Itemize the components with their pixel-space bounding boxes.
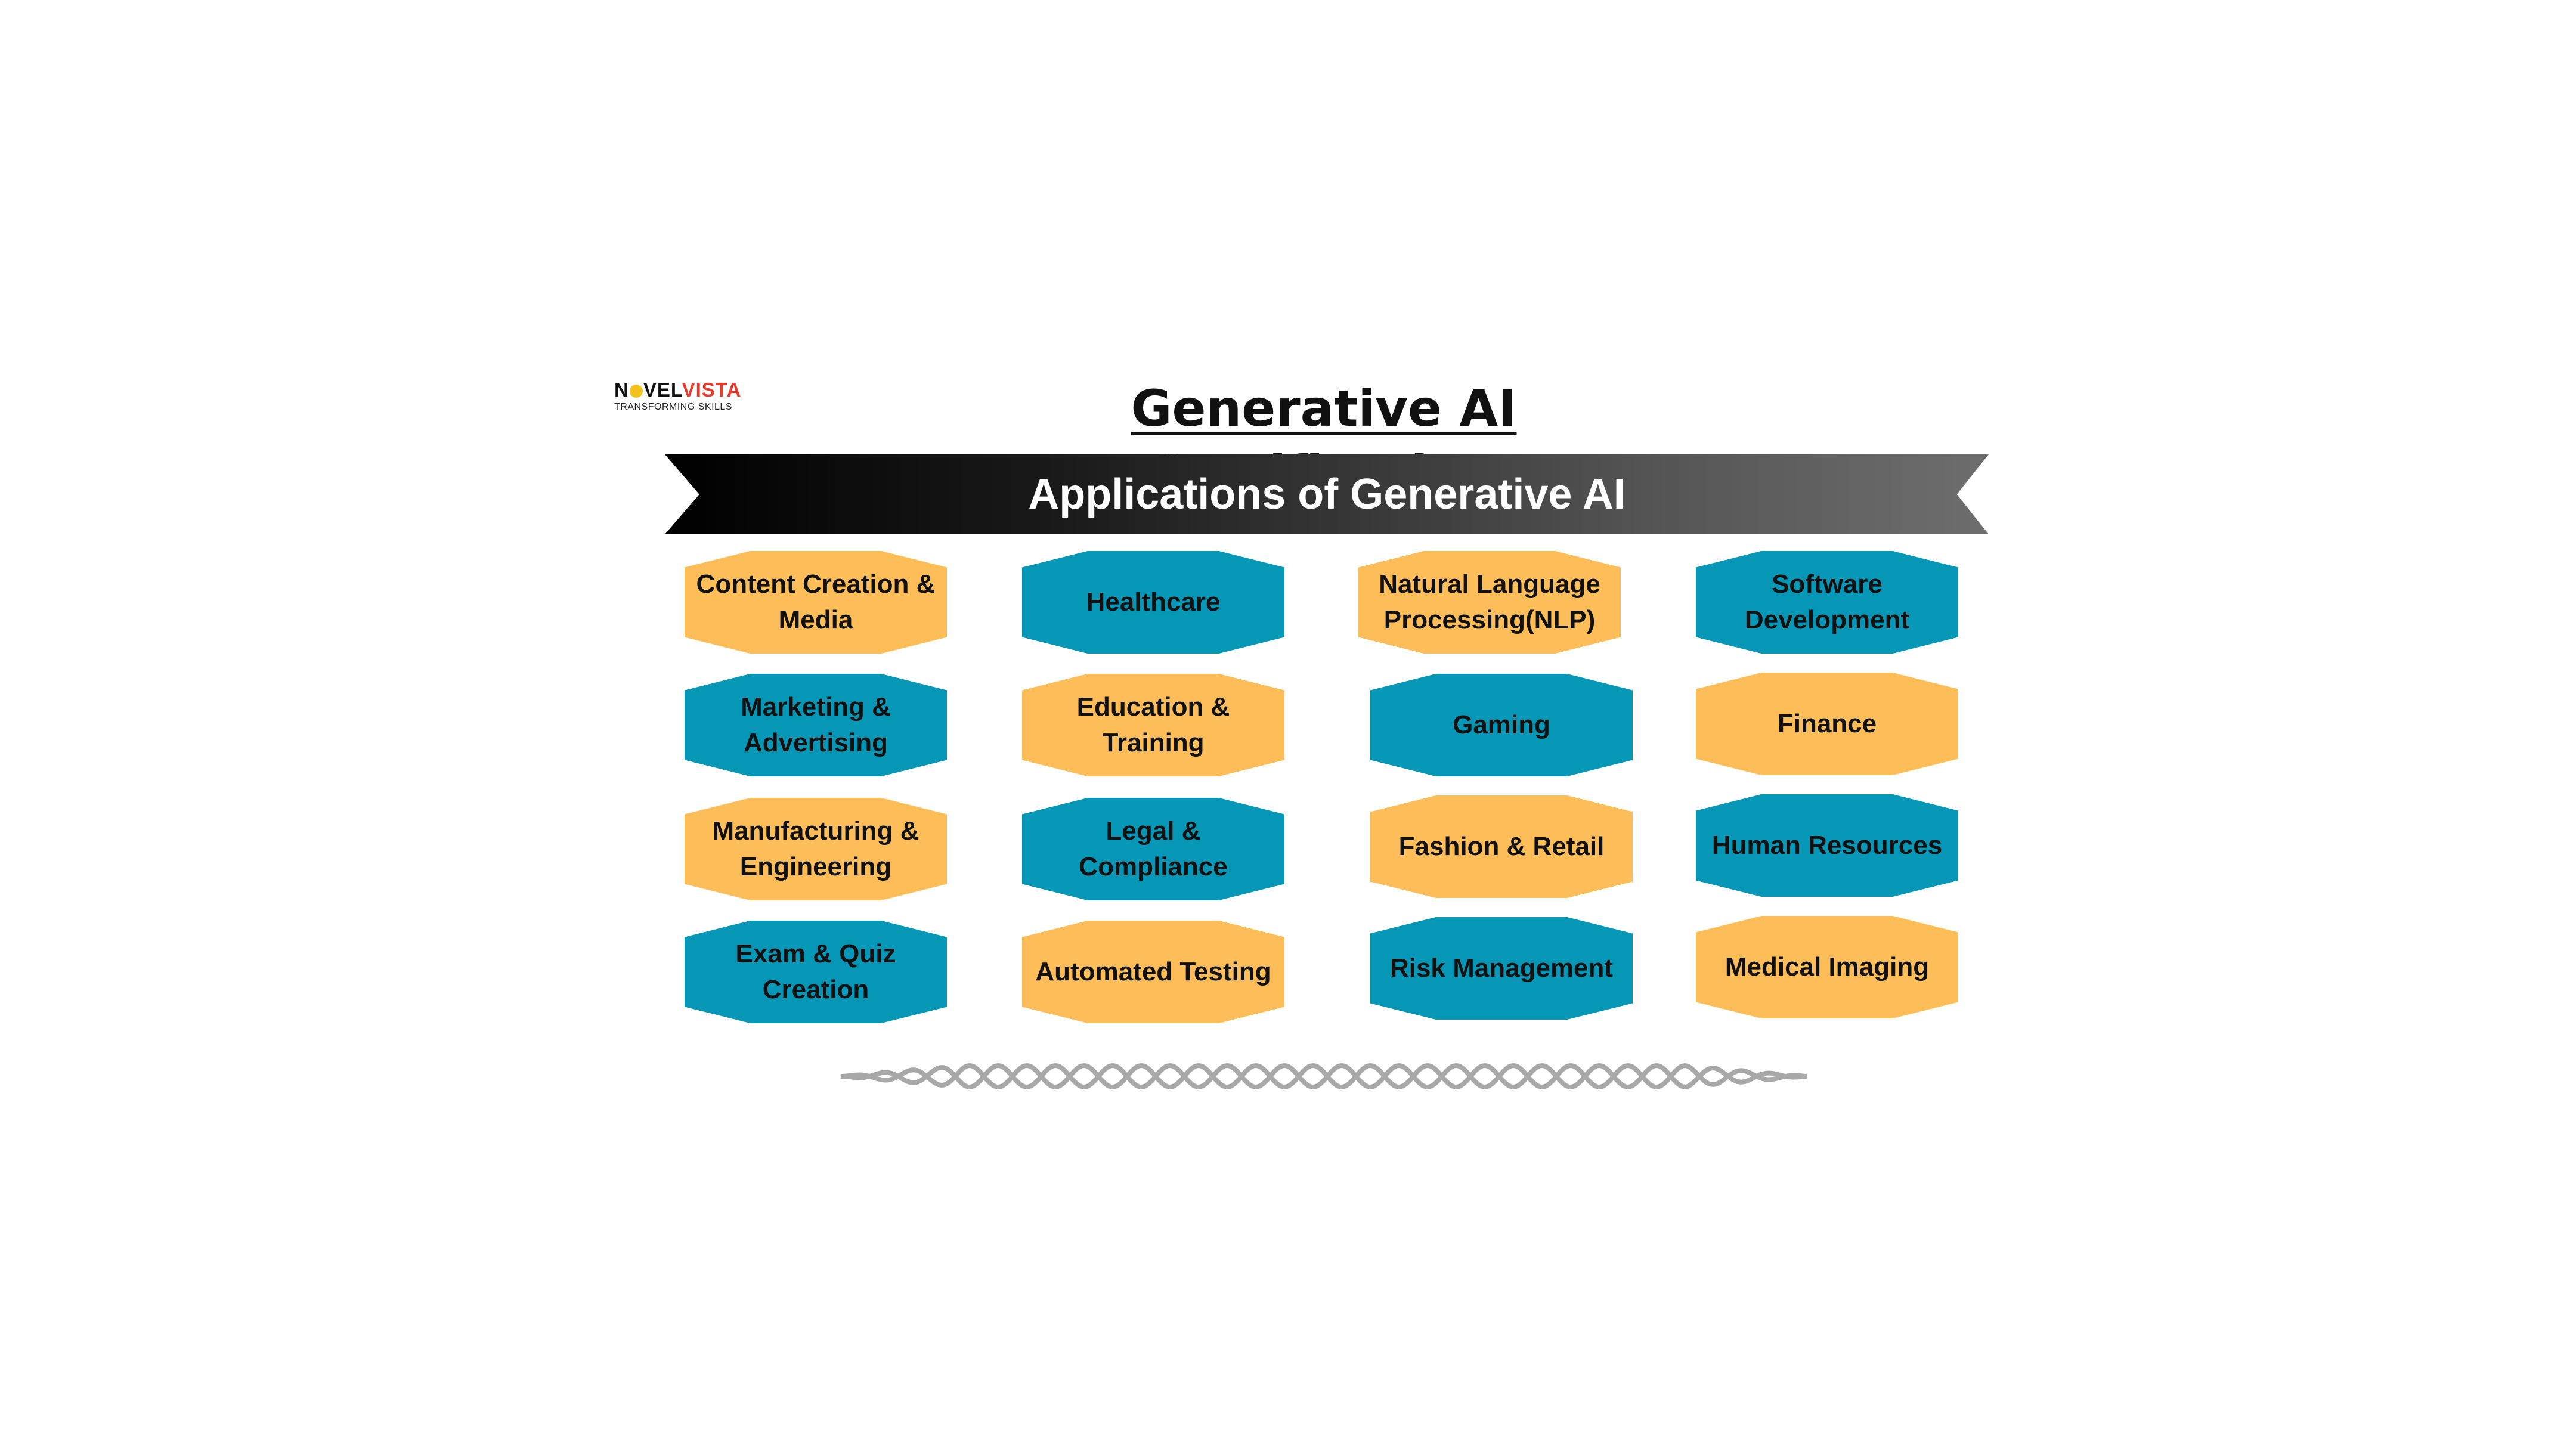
logo-vista: VISTA	[682, 379, 742, 401]
application-card: Medical Imaging	[1696, 916, 1958, 1018]
application-card: Legal & Compliance	[1022, 798, 1284, 900]
application-card: Finance	[1696, 673, 1958, 775]
logo-wordmark: N VELVISTA	[614, 379, 745, 401]
application-card: Automated Testing	[1022, 921, 1284, 1023]
application-card: Exam & Quiz Creation	[685, 921, 947, 1023]
application-card: Content Creation & Media	[685, 551, 947, 654]
decorative-divider	[840, 1063, 1807, 1090]
application-card: Software Development	[1696, 551, 1958, 654]
application-card: Education & Training	[1022, 674, 1284, 776]
novelvista-logo: N VELVISTA TRANSFORMING SKILLS	[614, 379, 745, 421]
banner-title: Applications of Generative AI	[1028, 470, 1626, 518]
application-card: Natural Language Processing(NLP)	[1358, 551, 1621, 654]
application-card: Manufacturing & Engineering	[685, 798, 947, 900]
logo-o-icon	[629, 385, 643, 398]
application-card: Human Resources	[1696, 794, 1958, 897]
application-card: Fashion & Retail	[1370, 795, 1633, 898]
divider-wave	[840, 1063, 1807, 1090]
section-banner: Applications of Generative AI	[665, 454, 1989, 534]
application-card: Marketing & Advertising	[685, 674, 947, 776]
application-card: Healthcare	[1022, 551, 1284, 654]
application-card: Gaming	[1370, 674, 1633, 776]
logo-vel: VEL	[643, 379, 682, 401]
logo-letter-n: N	[614, 379, 629, 401]
logo-tagline: TRANSFORMING SKILLS	[614, 402, 732, 412]
application-card: Risk Management	[1370, 917, 1633, 1020]
divider-wave	[840, 1063, 1807, 1090]
